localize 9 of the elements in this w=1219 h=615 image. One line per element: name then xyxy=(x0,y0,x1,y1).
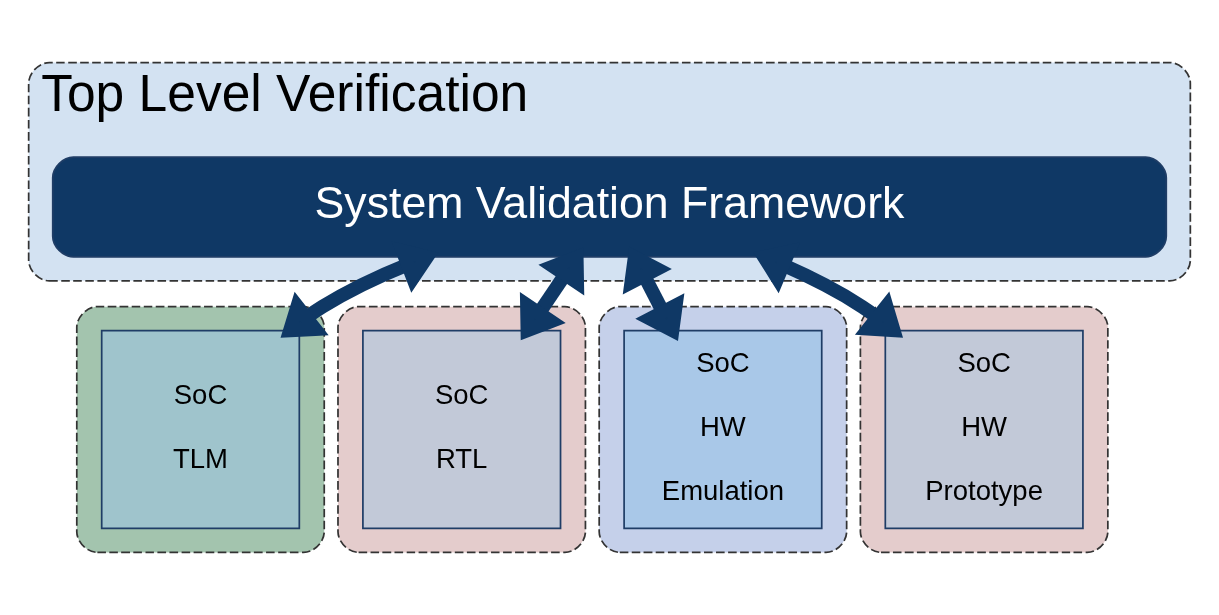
cluster xyxy=(598,305,848,554)
cluster xyxy=(75,305,326,554)
cluster xyxy=(859,305,1109,554)
node-box: System Validation Framework xyxy=(51,156,1168,258)
cluster xyxy=(337,305,587,554)
node-box: SoC HW Emulation xyxy=(623,329,823,530)
node-box: SoC HW Prototype xyxy=(884,329,1084,530)
node-box: SoC RTL xyxy=(362,329,562,530)
node-box: SoC TLM xyxy=(100,329,301,530)
